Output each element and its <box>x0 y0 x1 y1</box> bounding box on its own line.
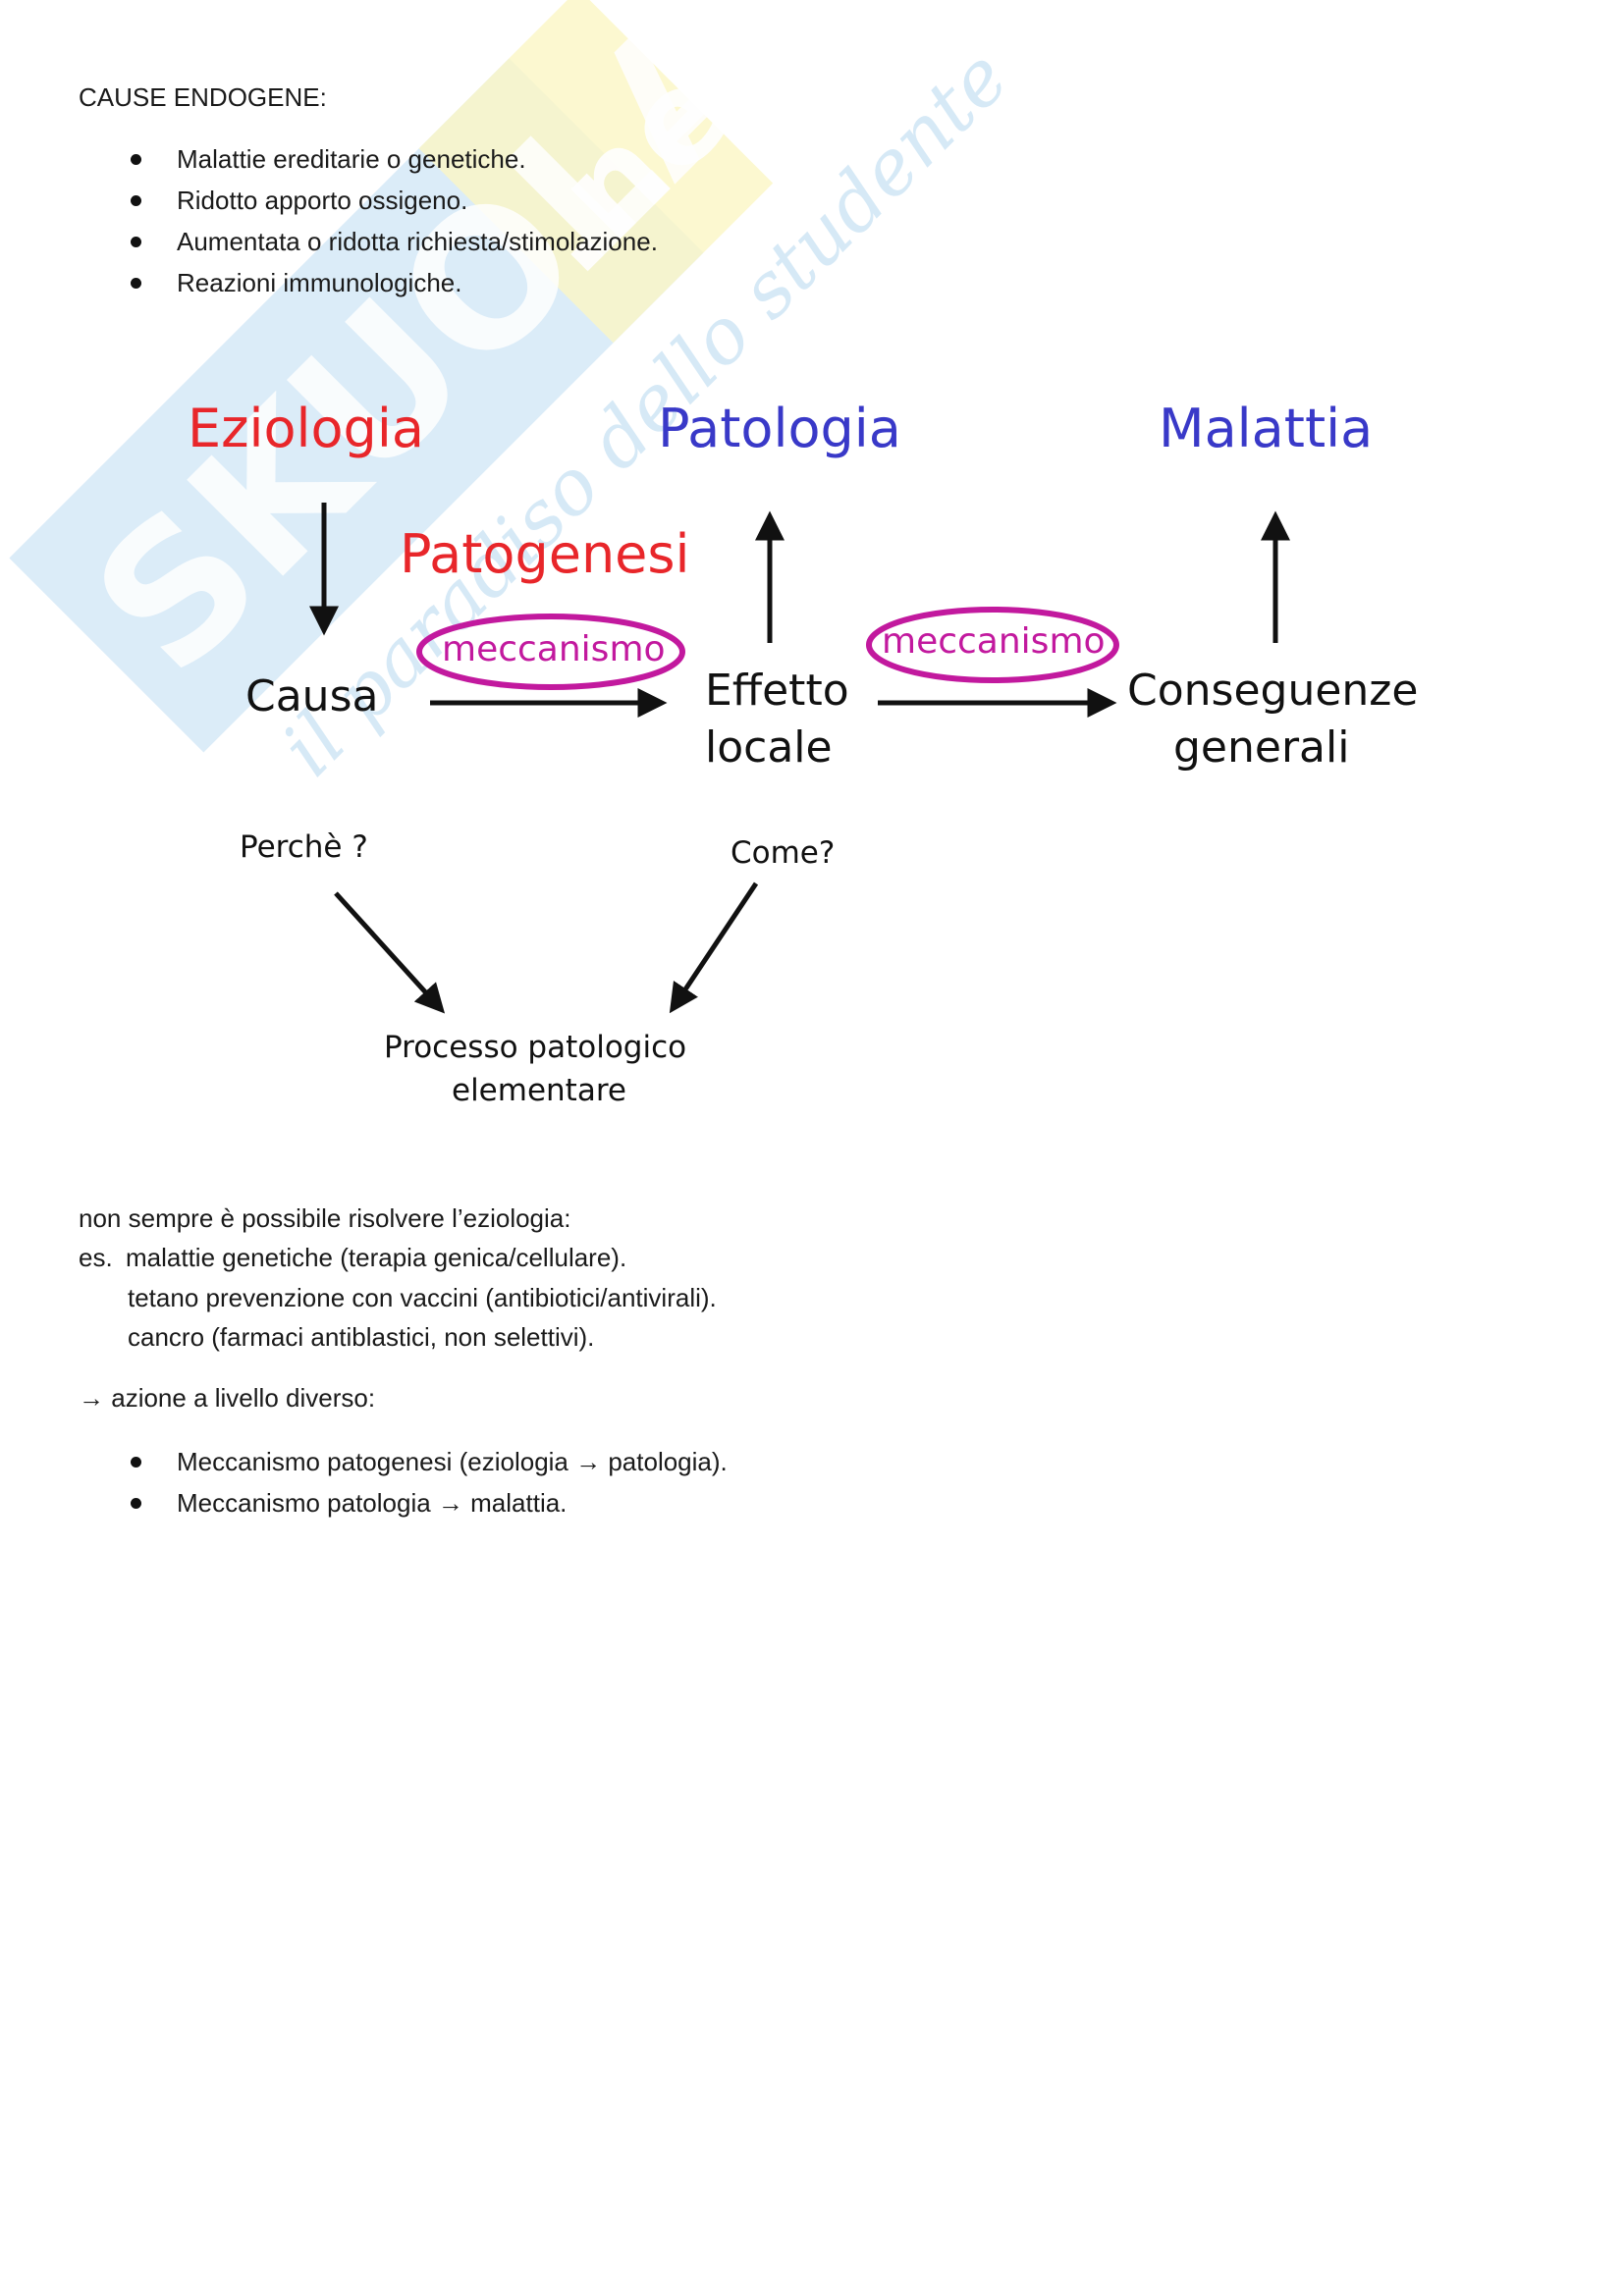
local-effect-node-line1: Effetto <box>705 666 849 716</box>
etiology-heading: Eziologia <box>188 398 424 459</box>
mechanism-label-1: meccanismo <box>442 629 666 669</box>
mechanism-label-2: meccanismo <box>882 621 1106 662</box>
why-question: Perchè ? <box>240 829 368 865</box>
list-item-text: Reazioni immunologiche. <box>177 268 462 297</box>
list-item-text: Meccanismo patologia → malattia. <box>177 1488 568 1518</box>
bullet-icon <box>131 1498 141 1509</box>
examples-prefix: es. <box>79 1243 113 1272</box>
bullet-icon <box>131 154 141 165</box>
example-item: cancro (farmaci antiblastici, non selett… <box>128 1322 595 1352</box>
consequences-node-line1: Conseguenze <box>1127 666 1419 716</box>
example-item: malattie genetiche (terapia genica/cellu… <box>126 1243 627 1272</box>
bullet-icon <box>131 1457 141 1468</box>
mechanism-highlight-1 <box>416 614 685 690</box>
arrow-how-to-process <box>669 881 759 1014</box>
list-item-text: Malattie ereditarie o genetiche. <box>177 144 526 174</box>
pathogenesis-label: Patogenesi <box>400 523 690 585</box>
cause-node: Causa <box>245 671 379 721</box>
action-text: azione a livello diverso: <box>111 1383 376 1413</box>
process-line1: Processo patologico <box>384 1030 687 1065</box>
process-line2: elementare <box>452 1073 626 1108</box>
arrow-why-to-process <box>334 891 446 1014</box>
example-item: tetano prevenzione con vaccini (antibiot… <box>128 1283 717 1312</box>
local-effect-node-line2: locale <box>705 722 833 773</box>
notes-intro: non sempre è possibile risolvere l’eziol… <box>79 1203 571 1233</box>
bullet-icon <box>131 237 141 247</box>
consequences-node-line2: generali <box>1173 722 1350 773</box>
bullet-icon <box>131 278 141 289</box>
list-item-text: Aumentata o ridotta richiesta/stimolazio… <box>177 227 658 256</box>
bullet-icon <box>131 195 141 206</box>
action-line: → azione a livello diverso: <box>79 1385 375 1411</box>
pathology-heading: Patologia <box>658 398 901 459</box>
how-question: Come? <box>731 835 836 871</box>
right-arrow-icon: → <box>79 1383 104 1413</box>
disease-heading: Malattia <box>1159 398 1374 459</box>
diagram <box>309 503 1290 1014</box>
list-item-text: Meccanismo patogenesi (eziologia → patol… <box>177 1447 728 1476</box>
list-item-text: Ridotto apporto ossigeno. <box>177 186 468 215</box>
mechanism-highlight-2 <box>866 607 1119 683</box>
section-title: CAUSE ENDOGENE: <box>79 82 327 112</box>
